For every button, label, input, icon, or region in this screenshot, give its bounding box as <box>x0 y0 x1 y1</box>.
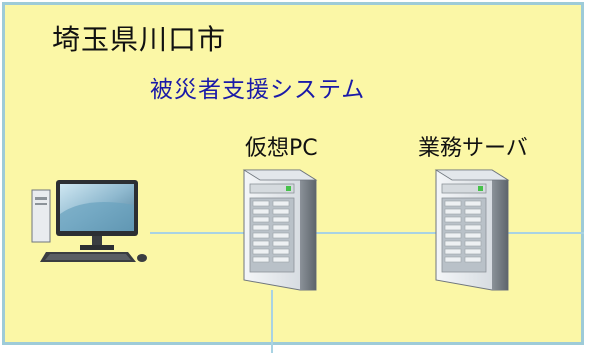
desktop-computer-icon <box>31 180 147 262</box>
business-server-label: 業務サーバ <box>418 136 528 161</box>
diagram-title: 埼玉県川口市 <box>52 23 227 56</box>
virtual-pc-server-icon <box>242 169 318 291</box>
diagram-subtitle: 被災者支援システム <box>150 77 366 103</box>
business-server-icon <box>434 169 510 291</box>
network-connectors <box>150 232 584 353</box>
virtual-pc-label: 仮想PC <box>245 136 318 161</box>
